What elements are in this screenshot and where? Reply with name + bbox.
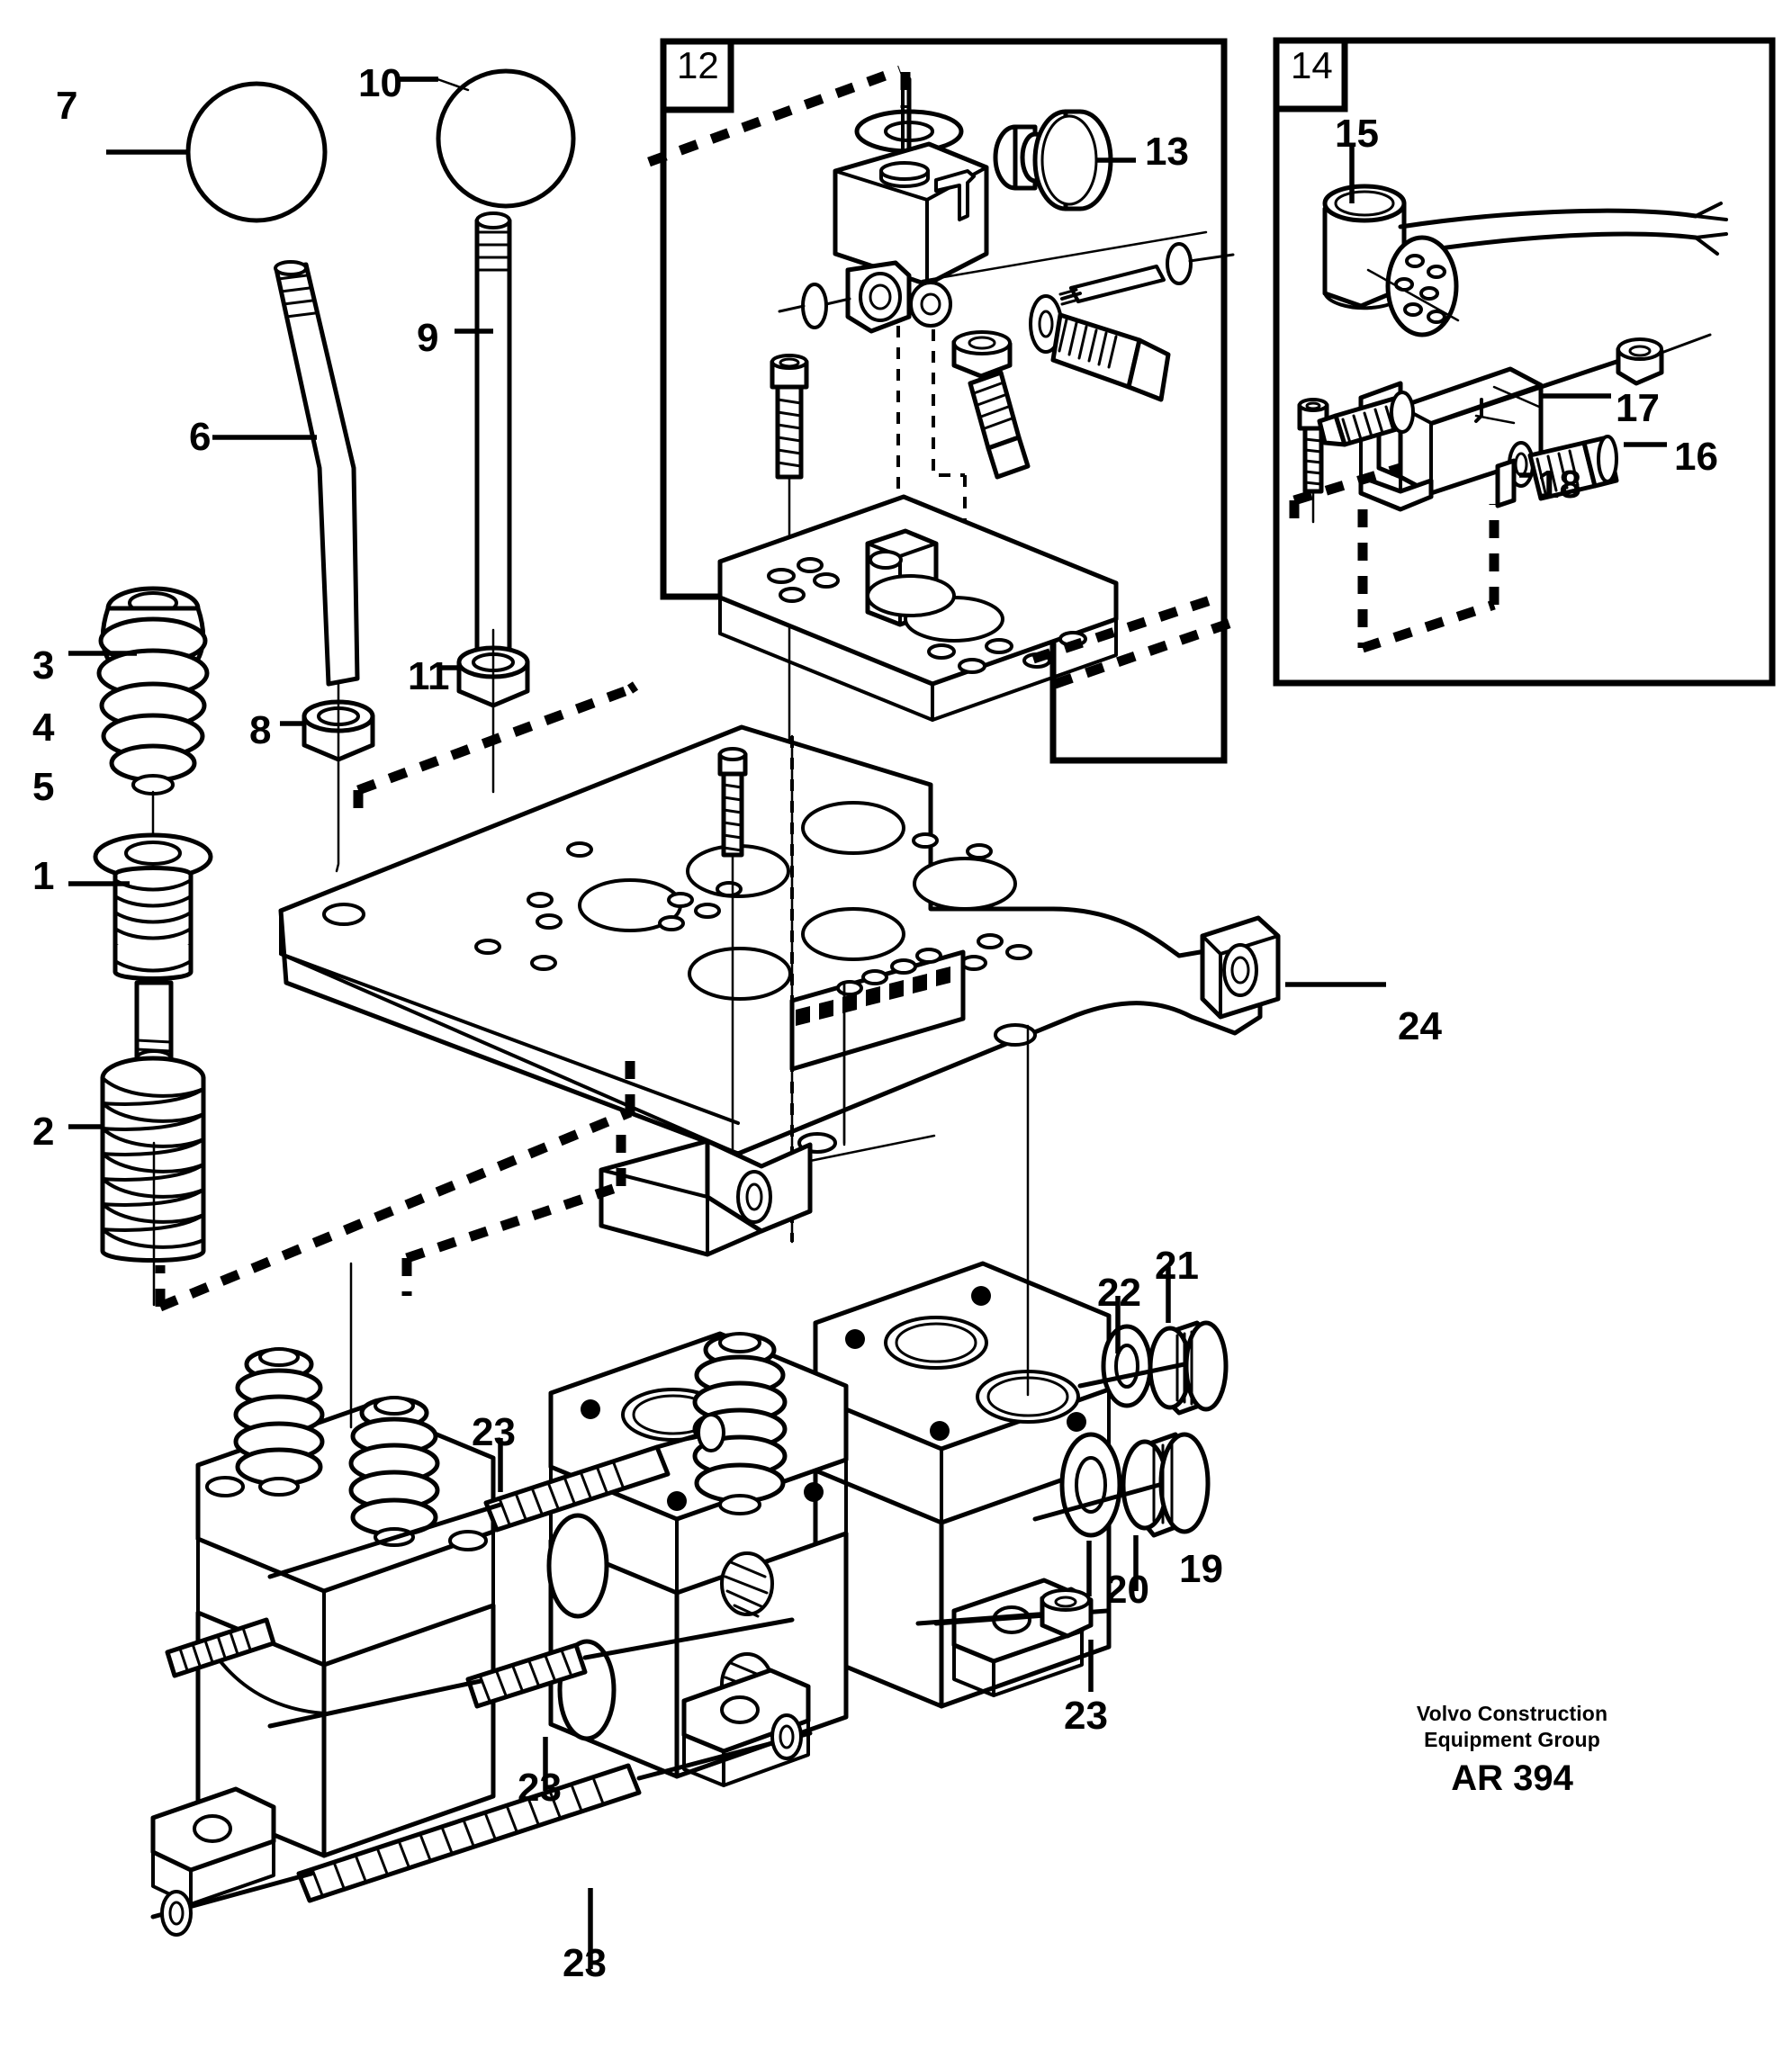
- valve-section-left: [150, 1347, 496, 1906]
- callout-leaders: [498, 1438, 1094, 1969]
- callout-4: 4: [32, 706, 55, 750]
- callout-13: 13: [1145, 130, 1189, 174]
- callout-7: 7: [56, 84, 78, 128]
- footer-line-2: Equipment Group: [1424, 1727, 1600, 1751]
- callout-24: 24: [1398, 1004, 1442, 1048]
- callout-5: 5: [32, 765, 55, 809]
- valve-section-middle: [546, 1331, 849, 1787]
- callout-18: 18: [1537, 463, 1581, 507]
- detail-box-14-contents: [1289, 144, 1728, 653]
- callout-21: 21: [1155, 1244, 1199, 1288]
- callout-23-c: 23: [563, 1941, 607, 1985]
- detail-box-12-frame: [660, 38, 1228, 764]
- callout-1: 1: [32, 854, 55, 898]
- control-valve-block-assembly: [150, 981, 1229, 1937]
- callout-11: 11: [408, 654, 450, 698]
- callout-23-b: 23: [518, 1766, 562, 1810]
- small-mount-plate: [717, 494, 1233, 722]
- callout-2: 2: [32, 1110, 55, 1154]
- callout-15: 15: [1335, 112, 1379, 156]
- callout-17: 17: [1616, 386, 1660, 430]
- callout-9: 9: [417, 316, 439, 360]
- callout-23-a: 23: [472, 1410, 516, 1454]
- callout-20: 20: [1105, 1568, 1149, 1612]
- callout-16: 16: [1674, 435, 1718, 479]
- callout-23-d: 23: [1064, 1694, 1108, 1738]
- detail-box-12-contents: [647, 65, 1235, 812]
- plugs-and-washers: [1032, 1267, 1229, 1596]
- detail-box-14-frame: [1273, 37, 1776, 687]
- callout-8: 8: [249, 708, 272, 752]
- detail-box-number-14: 14: [1291, 44, 1333, 86]
- tie-screws: [150, 1413, 1094, 1937]
- callout-19: 19: [1179, 1547, 1223, 1591]
- detail-box-number-12: 12: [677, 44, 719, 86]
- callout-3: 3: [32, 643, 55, 688]
- callout-22: 22: [1097, 1271, 1141, 1315]
- spring-and-boot-stack: [68, 586, 213, 1307]
- main-mounting-plate: [155, 681, 1386, 1312]
- footer-block: Volvo Construction Equipment Group AR 39…: [1323, 1701, 1701, 1801]
- lever-knobs-and-rods: [106, 68, 576, 873]
- drawing-code: AR 394: [1451, 1758, 1573, 1798]
- callout-10: 10: [358, 61, 402, 105]
- footer-line-1: Volvo Construction: [1416, 1702, 1608, 1725]
- callout-6: 6: [189, 415, 212, 459]
